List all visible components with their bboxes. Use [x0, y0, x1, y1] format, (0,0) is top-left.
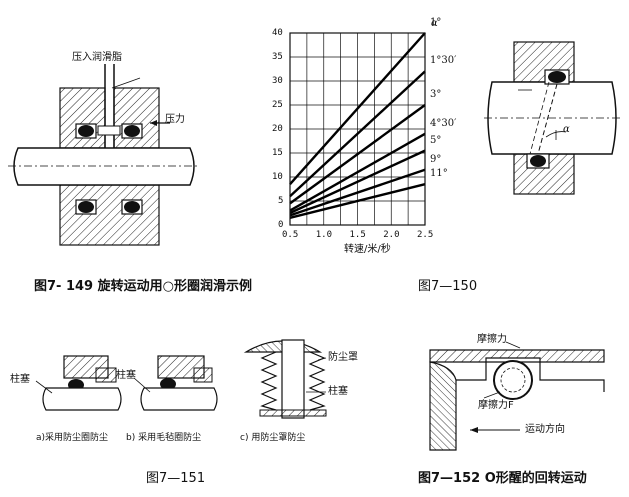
plot-frame	[289, 32, 426, 226]
label-grease-inlet: 压入润滑脂	[72, 52, 122, 63]
y-tick-label: 30	[272, 76, 283, 86]
series-line	[289, 183, 426, 219]
caption-fig152: 图7—152 O形醒的回转运动	[418, 471, 587, 486]
subcaption-b: b) 采用毛毡圈防尘	[126, 433, 202, 443]
series-line	[289, 32, 426, 185]
label-plunger-b: 柱塞	[116, 370, 136, 381]
fig151a-drawing	[35, 355, 122, 411]
series-label: 3°	[430, 89, 442, 100]
fig150-side-drawing	[484, 41, 622, 195]
fig152-drawing	[429, 341, 605, 451]
x-tick-label: 2.5	[417, 230, 434, 240]
series-label: 5°	[430, 134, 442, 146]
shaft	[13, 147, 195, 186]
side-angle-label: α	[563, 124, 570, 135]
fig151b-drawing	[133, 355, 218, 411]
series-line	[289, 149, 426, 215]
label-friction-top: 摩擦力	[477, 334, 507, 345]
caption-fig151: 图7—151	[146, 471, 206, 486]
o-ring-top-left	[78, 125, 94, 137]
series-label: 9°	[430, 153, 442, 165]
series-line	[289, 132, 426, 212]
angle-symbol: α	[431, 18, 438, 29]
y-tick-label: 15	[272, 148, 283, 158]
housing-bottom	[59, 184, 160, 246]
series-label: 1°30′	[430, 55, 457, 67]
label-plunger-a: 柱塞	[10, 374, 30, 385]
series-line	[289, 104, 426, 205]
x-tick-label: 2.0	[383, 230, 400, 240]
fig151c-drawing	[243, 339, 327, 419]
label-plunger-c: 柱塞	[328, 386, 348, 397]
subcaption-a: a)采用防尘圈防尘	[36, 433, 109, 443]
series-line	[289, 70, 426, 198]
y-tick-label: 10	[272, 172, 283, 182]
caption-fig150: 图7—150	[418, 279, 478, 294]
series-label: 4°30′	[430, 117, 457, 129]
caption-fig149: 图7- 149 旋转运动用○形圈润滑示例	[34, 279, 252, 294]
o-ring-bottom-right	[124, 201, 140, 213]
y-tick-label: 0	[278, 220, 284, 230]
fig149-drawing	[8, 64, 200, 246]
x-tick-label: 0.5	[282, 230, 299, 240]
y-tick-label: 40	[272, 28, 283, 38]
label-motion-direction: 运动方向	[525, 424, 565, 435]
x-axis-label: 转速/米/秒	[344, 244, 391, 255]
chart-grid	[289, 32, 426, 226]
o-ring-bottom-left	[78, 201, 94, 213]
o-ring-top-right	[124, 125, 140, 137]
y-tick-label: 5	[278, 196, 284, 206]
label-pressure: 压力	[165, 114, 185, 125]
series-line	[289, 168, 426, 217]
chart-series	[289, 32, 426, 219]
subcaption-c: c) 用防尘罩防尘	[240, 433, 306, 443]
y-tick-label: 25	[272, 100, 283, 110]
housing-right-top	[113, 87, 160, 149]
series-label: 1°	[430, 17, 442, 28]
series-label: 11°	[430, 168, 448, 180]
fig150-chart	[289, 32, 426, 226]
housing-left-top	[59, 87, 106, 149]
x-tick-label: 1.0	[315, 230, 333, 240]
label-friction-f: 摩擦力F	[478, 400, 514, 411]
x-tick-label: 1.5	[349, 230, 366, 240]
y-tick-label: 20	[272, 124, 283, 134]
y-tick-label: 35	[272, 52, 283, 62]
label-dust-cover: 防尘罩	[328, 352, 358, 363]
